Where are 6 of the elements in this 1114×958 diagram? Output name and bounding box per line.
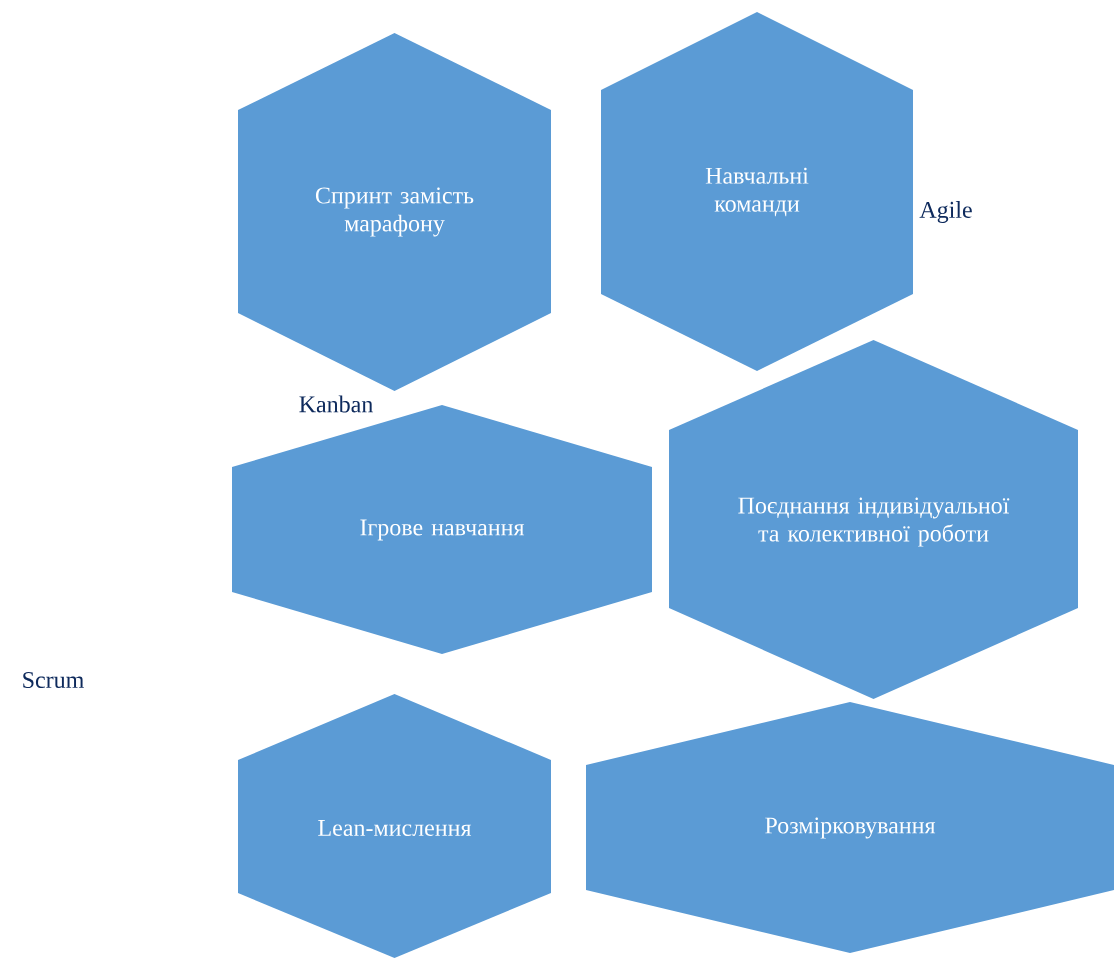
hexagon: Розмірковування (586, 702, 1114, 953)
hexagon: Lean-мислення (238, 694, 551, 958)
hexagon: Поєднання індивідуальної та колективної роботи (669, 340, 1078, 699)
hexagon: Спринт замість марафону (238, 33, 551, 391)
label: Scrum (23, 671, 84, 689)
hexagon: Навчальні команди (601, 12, 913, 371)
